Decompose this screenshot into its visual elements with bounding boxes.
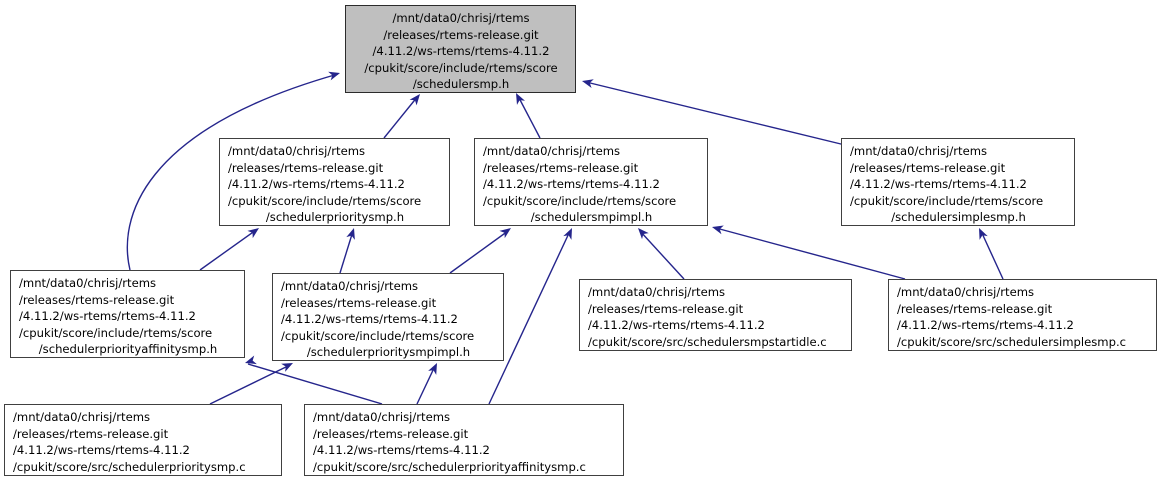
node-path-line: /releases/rtems-release.git bbox=[19, 292, 175, 307]
edge-arrowhead bbox=[428, 363, 437, 375]
node-path-line: /releases/rtems-release.git bbox=[483, 160, 639, 175]
node-path-line: /mnt/data0/chrisj/rtems bbox=[313, 410, 451, 424]
node-path-line: /releases/rtems-release.git bbox=[588, 301, 744, 316]
edge-schedulersimplesmp_c-to-schedulersmpimpl_h bbox=[712, 225, 906, 280]
graph-node-schedulerpriorityaffinitysmp-c[interactable]: /mnt/data0/chrisj/rtems/releases/rtems-r… bbox=[304, 404, 624, 476]
edge-schedulerpriorityaffinitysmp_c-to-schedulerpriorityaffinitysmp_h bbox=[245, 355, 383, 405]
graph-node-schedulersmpimpl-h[interactable]: /mnt/data0/chrisj/rtems/releases/rtems-r… bbox=[474, 138, 708, 226]
edge-schedulerpriorityaffinitysmp_h-to-schedulersmp_h bbox=[126, 71, 340, 271]
edge-arrowhead bbox=[499, 228, 511, 239]
edge-arrowhead bbox=[247, 228, 259, 239]
edge-arrowhead bbox=[979, 228, 988, 240]
graph-node-schedulerprioritysmpimpl-h[interactable]: /mnt/data0/chrisj/rtems/releases/rtems-r… bbox=[272, 273, 504, 361]
node-path-line: /cpukit/score/include/rtems/score bbox=[19, 325, 213, 340]
node-path-line: /mnt/data0/chrisj/rtems bbox=[281, 279, 419, 293]
node-path-line: /mnt/data0/chrisj/rtems bbox=[850, 144, 988, 158]
node-path-line: /cpukit/score/src/schedulerprioritysmp.c bbox=[13, 459, 246, 474]
node-path-line: /mnt/data0/chrisj/rtems bbox=[392, 11, 530, 25]
graph-node-schedulersmp-h[interactable]: /mnt/data0/chrisj/rtems/releases/rtems-r… bbox=[345, 5, 576, 93]
graph-node-schedulersmpstartidle-c[interactable]: /mnt/data0/chrisj/rtems/releases/rtems-r… bbox=[579, 279, 852, 351]
node-path-line: /cpukit/score/include/rtems/score bbox=[364, 60, 558, 75]
graph-node-schedulerprioritysmp-h[interactable]: /mnt/data0/chrisj/rtems/releases/rtems-r… bbox=[219, 138, 450, 226]
node-path-line: /cpukit/score/include/rtems/score bbox=[483, 193, 677, 208]
edge-arrowhead bbox=[712, 225, 724, 235]
edge-arrowhead bbox=[281, 363, 293, 372]
node-path-line: /schedulersimplesmp.h bbox=[891, 210, 1026, 225]
node-path-line: /4.11.2/ws-rtems/rtems-4.11.2 bbox=[483, 177, 660, 192]
node-path-line: /mnt/data0/chrisj/rtems bbox=[483, 144, 621, 158]
node-path-line: /releases/rtems-release.git bbox=[228, 160, 384, 175]
edge-schedulerpriorityaffinitysmp_h-to-schedulerprioritysmp_h bbox=[199, 228, 259, 271]
node-path-line: /releases/rtems-release.git bbox=[313, 426, 469, 441]
edge-schedulerpriorityaffinitysmp_c-to-schedulersmpimpl_h bbox=[488, 228, 572, 405]
node-path-line: /cpukit/score/src/schedulersmpstartidle.… bbox=[588, 334, 827, 349]
edge-schedulerprioritysmp_c-to-schedulerprioritysmpimpl_h bbox=[209, 363, 293, 405]
node-path-line: /schedulersmp.h bbox=[412, 77, 510, 92]
edge-schedulerprioritysmpimpl_h-to-schedulerprioritysmp_h bbox=[339, 228, 355, 274]
node-path-line: /4.11.2/ws-rtems/rtems-4.11.2 bbox=[281, 312, 458, 327]
node-path-line: /releases/rtems-release.git bbox=[281, 295, 437, 310]
node-path-line: /cpukit/score/include/rtems/score bbox=[850, 193, 1044, 208]
edge-arrowhead bbox=[346, 228, 355, 240]
node-path-line: /releases/rtems-release.git bbox=[13, 426, 169, 441]
graph-node-schedulerprioritysmp-c[interactable]: /mnt/data0/chrisj/rtems/releases/rtems-r… bbox=[4, 404, 282, 476]
edge-schedulerprioritysmp_h-to-schedulersmp_h bbox=[383, 94, 420, 139]
node-path-line: /releases/rtems-release.git bbox=[850, 160, 1006, 175]
graph-node-schedulersimplesmp-c[interactable]: /mnt/data0/chrisj/rtems/releases/rtems-r… bbox=[888, 279, 1157, 351]
edge-schedulersmpstartidle_c-to-schedulersmpimpl_h bbox=[638, 228, 685, 280]
node-path-line: /mnt/data0/chrisj/rtems bbox=[897, 285, 1035, 299]
node-path-line: /schedulerpriorityaffinitysmp.h bbox=[38, 342, 218, 357]
node-path-line: /4.11.2/ws-rtems/rtems-4.11.2 bbox=[897, 318, 1074, 333]
edge-schedulerprioritysmpimpl_h-to-schedulersmpimpl_h bbox=[449, 228, 511, 274]
node-path-line: /mnt/data0/chrisj/rtems bbox=[19, 276, 157, 290]
node-path-line: /4.11.2/ws-rtems/rtems-4.11.2 bbox=[850, 177, 1027, 192]
node-path-line: /mnt/data0/chrisj/rtems bbox=[228, 144, 366, 158]
node-path-line: /cpukit/score/include/rtems/score bbox=[281, 328, 475, 343]
node-path-line: /mnt/data0/chrisj/rtems bbox=[13, 410, 151, 424]
node-path-line: /schedulerprioritysmp.h bbox=[265, 210, 405, 225]
edge-arrowhead bbox=[582, 79, 594, 89]
node-path-line: /releases/rtems-release.git bbox=[383, 27, 539, 42]
node-path-line: /4.11.2/ws-rtems/rtems-4.11.2 bbox=[19, 309, 196, 324]
edge-schedulersimplesmp_c-to-schedulersimplesmp_h bbox=[979, 228, 1004, 280]
edge-schedulerpriorityaffinitysmp_c-to-schedulerprioritysmpimpl_h bbox=[416, 363, 437, 405]
node-path-line: /4.11.2/ws-rtems/rtems-4.11.2 bbox=[372, 44, 550, 59]
node-path-line: /mnt/data0/chrisj/rtems bbox=[588, 285, 726, 299]
graph-node-schedulerpriorityaffinitysmp-h[interactable]: /mnt/data0/chrisj/rtems/releases/rtems-r… bbox=[10, 270, 245, 358]
node-path-line: /cpukit/score/include/rtems/score bbox=[228, 193, 422, 208]
edge-arrowhead bbox=[328, 71, 340, 81]
node-path-line: /releases/rtems-release.git bbox=[897, 301, 1053, 316]
node-path-line: /4.11.2/ws-rtems/rtems-4.11.2 bbox=[228, 177, 405, 192]
node-path-line: /cpukit/score/src/schedulerpriorityaffin… bbox=[313, 459, 586, 474]
edge-schedulersmpimpl_h-to-schedulersmp_h bbox=[516, 93, 541, 139]
node-path-line: /4.11.2/ws-rtems/rtems-4.11.2 bbox=[13, 443, 190, 458]
node-path-line: /4.11.2/ws-rtems/rtems-4.11.2 bbox=[313, 443, 490, 458]
edge-arrowhead bbox=[245, 355, 257, 365]
node-path-line: /4.11.2/ws-rtems/rtems-4.11.2 bbox=[588, 318, 765, 333]
edge-schedulersimplesmp_h-to-schedulersmp_h bbox=[582, 79, 846, 146]
node-path-line: /schedulersmpimpl.h bbox=[530, 210, 653, 225]
graph-node-schedulersimplesmp-h[interactable]: /mnt/data0/chrisj/rtems/releases/rtems-r… bbox=[841, 138, 1075, 226]
edge-arrowhead bbox=[563, 228, 572, 240]
node-path-line: /cpukit/score/src/schedulersimplesmp.c bbox=[897, 334, 1127, 349]
edge-arrowhead bbox=[409, 94, 420, 106]
node-path-line: /schedulerprioritysmpimpl.h bbox=[306, 345, 471, 360]
edge-arrowhead bbox=[638, 228, 649, 240]
edge-arrowhead bbox=[516, 93, 526, 105]
